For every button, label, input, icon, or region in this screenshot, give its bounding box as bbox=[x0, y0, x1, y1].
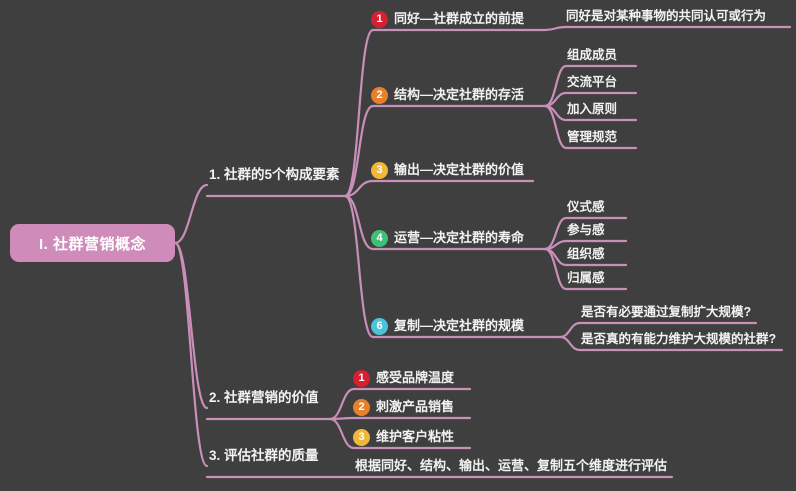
node-branch-2-label: 2. 社群营销的价值 bbox=[209, 390, 319, 405]
root-node-label: I. 社群营销概念 bbox=[38, 235, 146, 253]
node-b1c2-grandchild-1[interactable]: 组成成员 bbox=[567, 44, 617, 66]
node-b2-child-3-label: 维护客户粘性 bbox=[376, 429, 455, 444]
link-b1-c3 bbox=[343, 179, 375, 198]
node-b1-child-4[interactable]: 4 运营—决定社群的寿命 bbox=[371, 227, 524, 249]
node-b1c5-grandchild-2[interactable]: 是否真的有能力维护大规模的社群? bbox=[581, 328, 776, 350]
node-b1c5-grandchild-2-label: 是否真的有能力维护大规模的社群? bbox=[581, 332, 777, 346]
node-b1c2-grandchild-1-label: 组成成员 bbox=[567, 48, 618, 62]
node-b1-child-2[interactable]: 2 结构—决定社群的存活 bbox=[371, 84, 524, 106]
badge-number-6: 6 bbox=[371, 317, 388, 335]
node-branch-2[interactable]: 2. 社群营销的价值 bbox=[209, 387, 319, 409]
link-b1c2-g4 bbox=[543, 104, 568, 150]
node-b1c2-grandchild-4[interactable]: 管理规范 bbox=[567, 126, 617, 148]
node-b1c2-grandchild-3[interactable]: 加入原则 bbox=[567, 98, 617, 120]
link-b1c5-g2 bbox=[558, 335, 582, 352]
node-b2-child-2[interactable]: 2 刺激产品销售 bbox=[353, 396, 454, 418]
node-b1-child-5[interactable]: 6 复制—决定社群的规模 bbox=[371, 315, 524, 337]
node-b1c4-grandchild-4[interactable]: 归属感 bbox=[567, 267, 605, 289]
node-b1-child-1[interactable]: 1 同好—社群成立的前提 bbox=[371, 8, 524, 30]
link-b2-c1 bbox=[328, 387, 356, 421]
link-root-to-b3 bbox=[173, 241, 209, 468]
node-b1-child-1-label: 同好—社群成立的前提 bbox=[394, 11, 525, 26]
node-branch-3-label: 3. 评估社群的质量 bbox=[209, 448, 319, 463]
link-root-to-b2 bbox=[173, 241, 209, 410]
link-b1-c4 bbox=[343, 194, 375, 251]
link-b2-c2 bbox=[328, 416, 356, 421]
node-b1c4-grandchild-1[interactable]: 仪式感 bbox=[567, 196, 605, 218]
node-b1c4-grandchild-4-label: 归属感 bbox=[567, 271, 605, 285]
node-b1c4-grandchild-3-label: 组织感 bbox=[567, 247, 605, 261]
link-b1c2-g2 bbox=[543, 91, 568, 108]
badge-number-2: 2 bbox=[353, 398, 370, 416]
link-b1-c2 bbox=[343, 104, 375, 198]
node-b1c1-grandchild-1[interactable]: 同好是对某种事物的共同认可或行为 bbox=[566, 5, 766, 27]
link-b1c4-g1 bbox=[543, 216, 568, 251]
node-b3-child-1[interactable]: 根据同好、结构、输出、运营、复制五个维度进行评估 bbox=[355, 455, 667, 477]
node-b1c2-grandchild-4-label: 管理规范 bbox=[567, 130, 618, 144]
badge-number-3: 3 bbox=[371, 161, 388, 179]
link-root-to-b1 bbox=[173, 183, 209, 245]
node-b1c5-grandchild-1-label: 是否有必要通过复制扩大规模? bbox=[581, 305, 752, 319]
node-b1c2-grandchild-2-label: 交流平台 bbox=[567, 75, 618, 89]
link-b1c4-g4 bbox=[543, 247, 568, 291]
link-b1c4-g2 bbox=[543, 239, 568, 251]
node-b1c4-grandchild-2-label: 参与感 bbox=[567, 223, 605, 237]
link-b2-c3 bbox=[328, 417, 356, 450]
link-b1-c1 bbox=[343, 28, 375, 198]
node-b1-child-3[interactable]: 3 输出—决定社群的价值 bbox=[371, 159, 524, 181]
link-b1c4-g3 bbox=[543, 247, 568, 267]
node-b1c4-grandchild-3[interactable]: 组织感 bbox=[567, 243, 605, 265]
node-b1c4-grandchild-2[interactable]: 参与感 bbox=[567, 219, 605, 241]
node-b1c2-grandchild-2[interactable]: 交流平台 bbox=[567, 71, 617, 93]
node-b2-child-3[interactable]: 3 维护客户粘性 bbox=[353, 426, 454, 448]
node-b1c5-grandchild-1[interactable]: 是否有必要通过复制扩大规模? bbox=[581, 301, 751, 323]
link-b1-c5 bbox=[343, 194, 375, 339]
badge-number-1: 1 bbox=[371, 10, 388, 28]
root-node[interactable]: I. 社群营销概念 bbox=[10, 224, 175, 262]
link-b1c2-g3 bbox=[543, 104, 568, 122]
badge-number-4: 4 bbox=[371, 229, 388, 247]
node-b1-child-3-label: 输出—决定社群的价值 bbox=[394, 162, 525, 177]
node-b1-child-2-label: 结构—决定社群的存活 bbox=[394, 87, 525, 102]
node-b2-child-1-label: 感受品牌温度 bbox=[376, 370, 455, 385]
link-b1c2-g1 bbox=[543, 64, 568, 108]
node-b1-child-5-label: 复制—决定社群的规模 bbox=[394, 318, 525, 333]
link-b1c1-g1 bbox=[543, 25, 567, 32]
node-b1c2-grandchild-3-label: 加入原则 bbox=[567, 102, 618, 116]
node-branch-3[interactable]: 3. 评估社群的质量 bbox=[209, 445, 319, 467]
node-b1c1-grandchild-1-label: 同好是对某种事物的共同认可或行为 bbox=[566, 9, 767, 23]
node-b1-child-4-label: 运营—决定社群的寿命 bbox=[394, 230, 525, 245]
node-b3-child-1-label: 根据同好、结构、输出、运营、复制五个维度进行评估 bbox=[355, 458, 668, 473]
node-branch-1-label: 1. 社群的5个构成要素 bbox=[209, 167, 340, 182]
node-branch-1[interactable]: 1. 社群的5个构成要素 bbox=[209, 164, 340, 186]
node-b1c4-grandchild-1-label: 仪式感 bbox=[567, 200, 605, 214]
badge-number-2: 2 bbox=[371, 86, 388, 104]
link-b1c5-g1 bbox=[558, 321, 582, 339]
node-b2-child-1[interactable]: 1 感受品牌温度 bbox=[353, 367, 454, 389]
badge-number-1: 1 bbox=[353, 369, 370, 387]
badge-number-3: 3 bbox=[353, 428, 370, 446]
node-b2-child-2-label: 刺激产品销售 bbox=[376, 399, 455, 414]
